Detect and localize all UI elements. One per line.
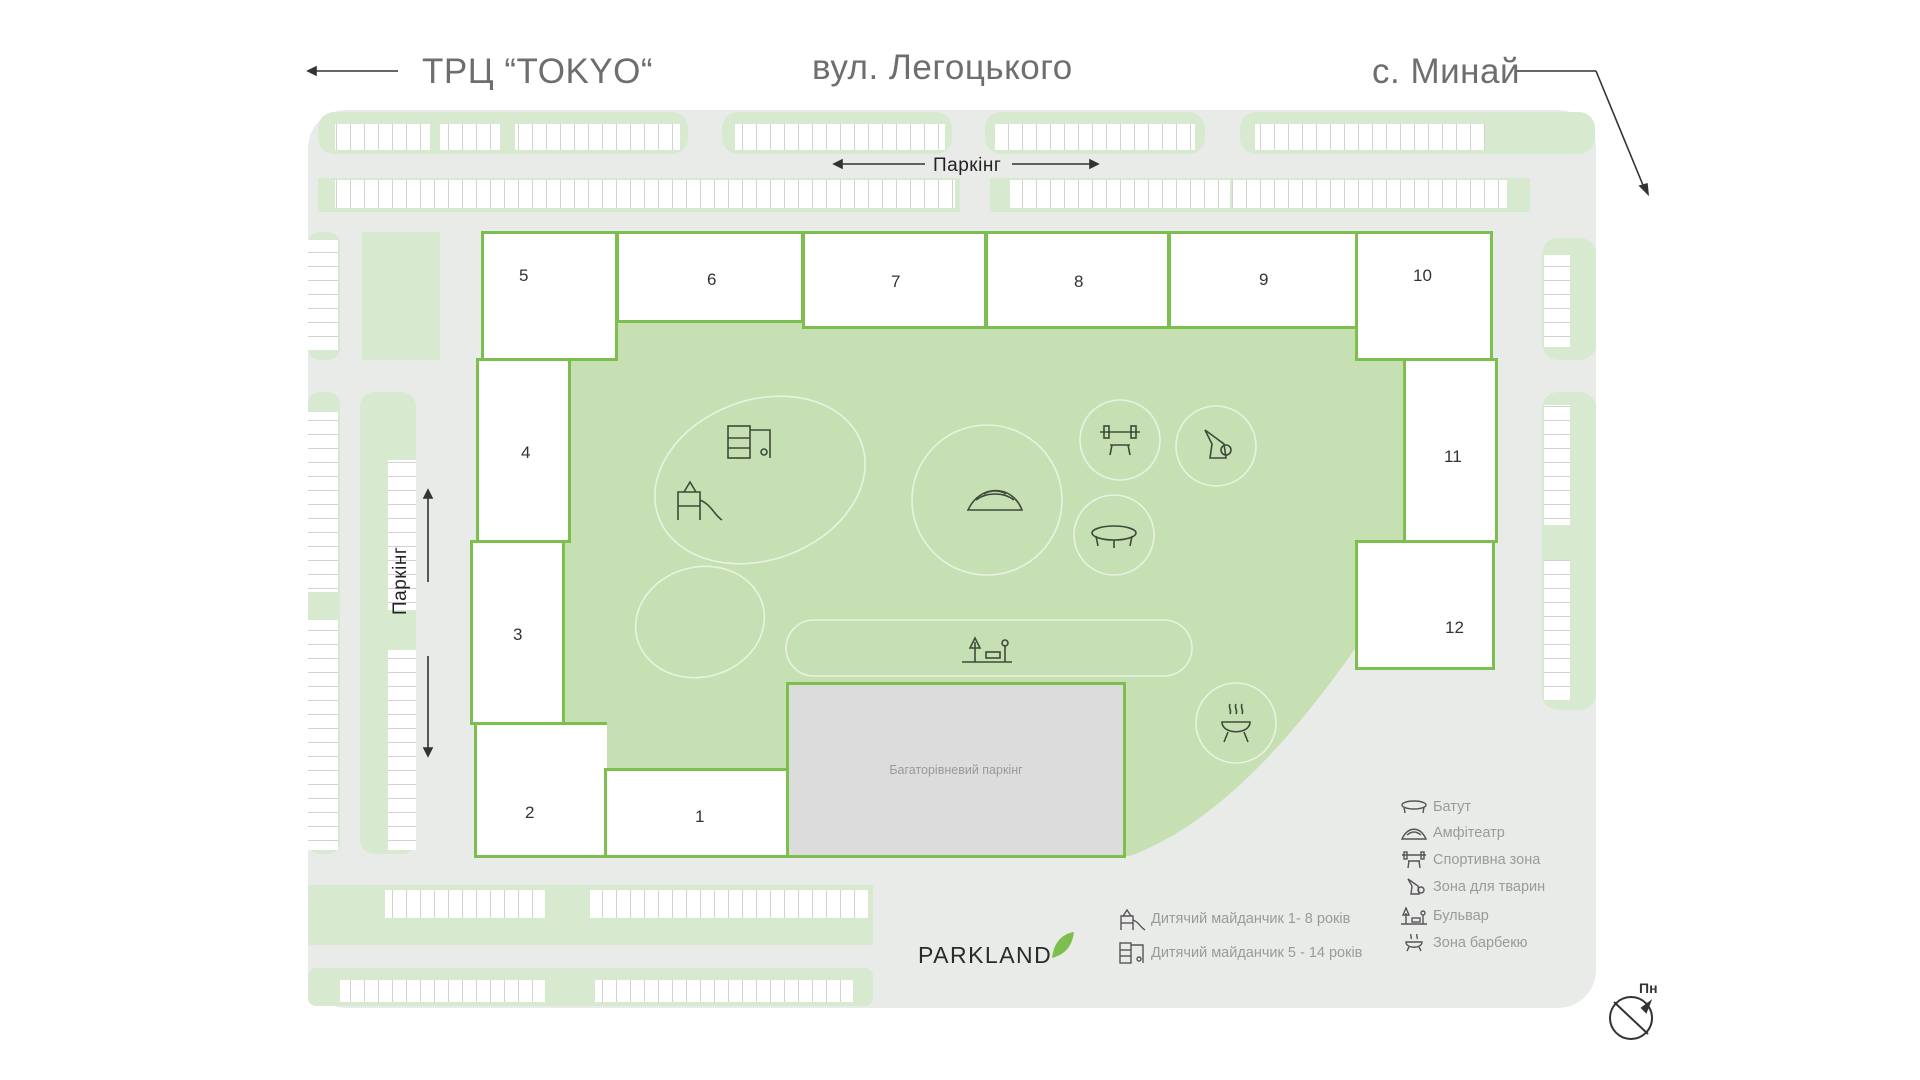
street-legotskogo: вул. Легоцького — [812, 48, 1073, 87]
building-1[interactable]: 1 — [604, 768, 789, 858]
street-tokyo: ТРЦ “TOKYO“ — [422, 52, 654, 91]
parking-label-top: Паркінг — [933, 155, 1002, 176]
street-arrows — [306, 65, 1650, 758]
building-10[interactable]: 10 — [1355, 231, 1493, 361]
building-6[interactable]: 6 — [616, 231, 804, 323]
compass-north-label: Пн — [1639, 980, 1658, 996]
building-11[interactable]: 11 — [1403, 358, 1498, 543]
boulevard-icon — [1401, 907, 1427, 925]
legend-amphitheater: Амфітеатр — [1400, 824, 1505, 842]
zone-outlines — [634, 395, 1277, 764]
building-4[interactable]: 4 — [476, 358, 571, 543]
building-8[interactable]: 8 — [985, 231, 1170, 329]
leaf-icon — [1052, 932, 1074, 958]
top-parking-strips — [318, 112, 1595, 212]
compass — [1609, 996, 1653, 1040]
right-parking-strips — [1542, 238, 1596, 710]
pet-zone-icon — [1407, 878, 1425, 895]
building-7[interactable]: 7 — [802, 231, 987, 329]
legend-playground-small: Дитячий майданчик 1- 8 років — [1118, 907, 1350, 931]
legend-sport-zone: Спортивна зона — [1400, 851, 1540, 869]
playground-big-icon — [1119, 942, 1144, 964]
street-mynai: с. Минай — [1372, 52, 1520, 91]
building-5[interactable]: 5 — [481, 231, 618, 361]
building-2[interactable]: 2 — [474, 722, 607, 858]
playground-small-icon — [1120, 908, 1146, 931]
multilevel-parking[interactable]: Багаторівневий паркінг — [786, 682, 1126, 858]
parking-label-left: Паркінг — [390, 546, 411, 615]
legend-trampoline: Батут — [1400, 798, 1471, 816]
legend-playground-big: Дитячий майданчик 5 - 14 років — [1118, 941, 1362, 965]
amphitheater-icon — [1400, 828, 1428, 840]
legend-boulevard: Бульвар — [1400, 907, 1489, 925]
parkland-logo: PARKLAND — [918, 942, 1053, 968]
legend-barbecue: Зона барбекю — [1400, 934, 1527, 952]
sport-zone-icon — [1402, 851, 1426, 869]
left-parking-strips — [308, 232, 440, 854]
trampoline-icon — [1401, 800, 1427, 814]
building-3[interactable]: 3 — [470, 540, 565, 725]
barbecue-icon — [1405, 934, 1423, 952]
legend-pet-zone: Зона для тварин — [1400, 878, 1545, 896]
building-9[interactable]: 9 — [1168, 231, 1358, 329]
bottom-parking-strips — [308, 885, 873, 1006]
building-12[interactable]: 12 — [1355, 540, 1495, 670]
